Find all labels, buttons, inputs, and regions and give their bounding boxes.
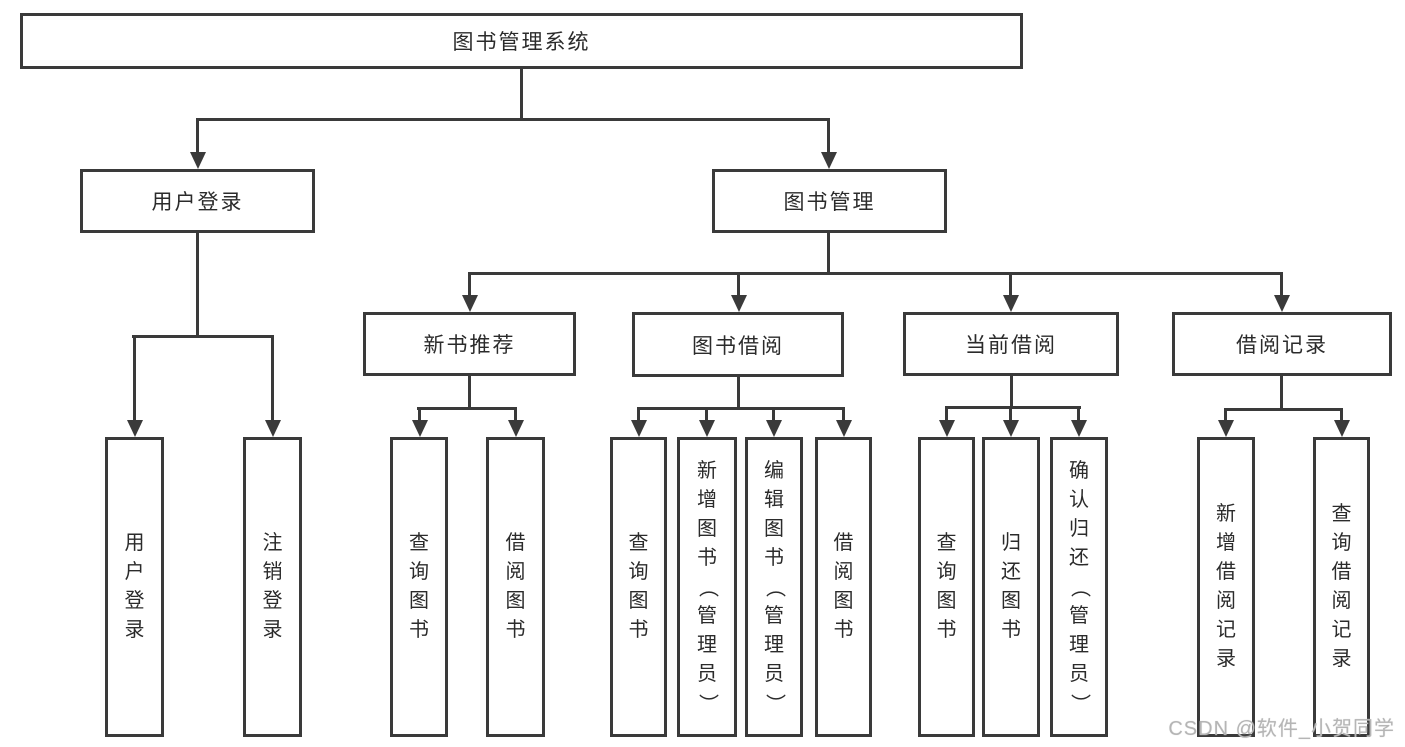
connector-root-stem <box>520 69 523 118</box>
connector-borrowing-records-branch <box>1224 408 1343 411</box>
connector-current-borrowing-branch <box>945 406 1081 409</box>
connector-book-management-stem <box>827 233 830 272</box>
leaf-query-books-1: 查询图书 <box>390 437 448 737</box>
node-book-borrowing: 图书借阅 <box>632 312 844 377</box>
connector-borrowing-records-stem <box>1280 376 1283 408</box>
leaf-user-login: 用户登录 <box>105 437 164 737</box>
node-label: 当前借阅 <box>965 334 1057 357</box>
node-borrowing-records: 借阅记录 <box>1172 312 1392 376</box>
leaf-label: 借阅图书 <box>505 532 526 641</box>
arrow-to-leaf-query-books-2 <box>637 407 640 420</box>
csdn-watermark: CSDN @软件_小贺同学 <box>1168 718 1395 740</box>
node-label: 图书借阅 <box>692 334 784 358</box>
arrow-to-user-login <box>196 118 199 152</box>
node-user-login: 用户登录 <box>80 169 315 233</box>
leaf-borrow-books-2: 借阅图书 <box>815 437 872 737</box>
arrow-to-book-borrowing <box>737 272 740 295</box>
leaf-label: 查询借阅记录 <box>1331 503 1352 670</box>
arrow-to-new-book-recommendation <box>468 272 471 295</box>
leaf-confirm-return-admin: 确认归还（管理员） <box>1050 437 1108 737</box>
leaf-label: 借阅图书 <box>833 532 854 641</box>
connector-new-book-stem <box>468 376 471 407</box>
arrow-to-leaf-return-books <box>1009 406 1012 420</box>
leaf-query-borrow-record: 查询借阅记录 <box>1313 437 1370 737</box>
leaf-label: 确认归还（管理员） <box>1068 459 1091 714</box>
leaf-query-books-3: 查询图书 <box>918 437 975 737</box>
node-label: 借阅记录 <box>1236 334 1328 357</box>
node-label: 用户登录 <box>151 191 244 214</box>
arrow-to-borrowing-records <box>1280 272 1283 295</box>
arrow-to-leaf-user-login <box>133 335 136 420</box>
arrow-to-leaf-add-borrow-record <box>1224 408 1227 420</box>
connector-user-login-stem <box>196 233 199 335</box>
arrow-to-leaf-edit-book <box>772 407 775 420</box>
arrow-to-leaf-add-book <box>705 407 708 420</box>
leaf-edit-book-admin: 编辑图书（管理员） <box>745 437 803 737</box>
connector-user-login-branch <box>132 335 274 338</box>
leaf-add-borrow-record: 新增借阅记录 <box>1197 437 1255 737</box>
arrow-to-book-management <box>827 118 830 152</box>
leaf-label: 新增借阅记录 <box>1216 503 1236 670</box>
connector-book-borrowing-branch <box>637 407 845 410</box>
node-label: 图书管理系统 <box>452 31 591 54</box>
node-current-borrowing: 当前借阅 <box>903 312 1119 376</box>
node-new-book-recommendation: 新书推荐 <box>363 312 576 376</box>
arrow-to-current-borrowing <box>1009 272 1012 295</box>
arrow-to-leaf-query-borrow-record <box>1340 408 1343 420</box>
leaf-query-books-2: 查询图书 <box>610 437 667 737</box>
leaf-label: 编辑图书（管理员） <box>763 459 786 714</box>
connector-root-branch <box>196 118 830 121</box>
leaf-label: 新增图书（管理员） <box>696 459 719 714</box>
leaf-label: 查询图书 <box>936 532 957 641</box>
leaf-logout: 注销登录 <box>243 437 302 737</box>
node-label: 新书推荐 <box>423 334 516 357</box>
arrow-to-leaf-borrow-books-1 <box>514 407 517 420</box>
node-book-management: 图书管理 <box>712 169 947 233</box>
node-label: 图书管理 <box>783 191 876 214</box>
leaf-label: 查询图书 <box>409 532 429 641</box>
arrow-to-leaf-logout <box>271 335 274 420</box>
leaf-return-books: 归还图书 <box>982 437 1040 737</box>
leaf-label: 注销登录 <box>262 532 283 641</box>
arrow-to-leaf-borrow-books-2 <box>842 407 845 420</box>
arrow-to-leaf-query-books-1 <box>418 407 421 420</box>
leaf-label: 查询图书 <box>628 532 649 641</box>
leaf-borrow-books-1: 借阅图书 <box>486 437 545 737</box>
connector-new-book-branch <box>417 407 517 410</box>
leaf-label: 归还图书 <box>1001 532 1021 641</box>
leaf-add-book-admin: 新增图书（管理员） <box>677 437 737 737</box>
connector-current-borrowing-stem <box>1010 376 1013 406</box>
node-book-management-system: 图书管理系统 <box>20 13 1023 69</box>
arrow-to-leaf-confirm-return <box>1077 406 1080 420</box>
arrow-to-leaf-query-books-3 <box>945 406 948 420</box>
leaf-label: 用户登录 <box>124 532 145 641</box>
connector-book-management-branch <box>468 272 1282 275</box>
connector-book-borrowing-stem <box>737 377 740 407</box>
